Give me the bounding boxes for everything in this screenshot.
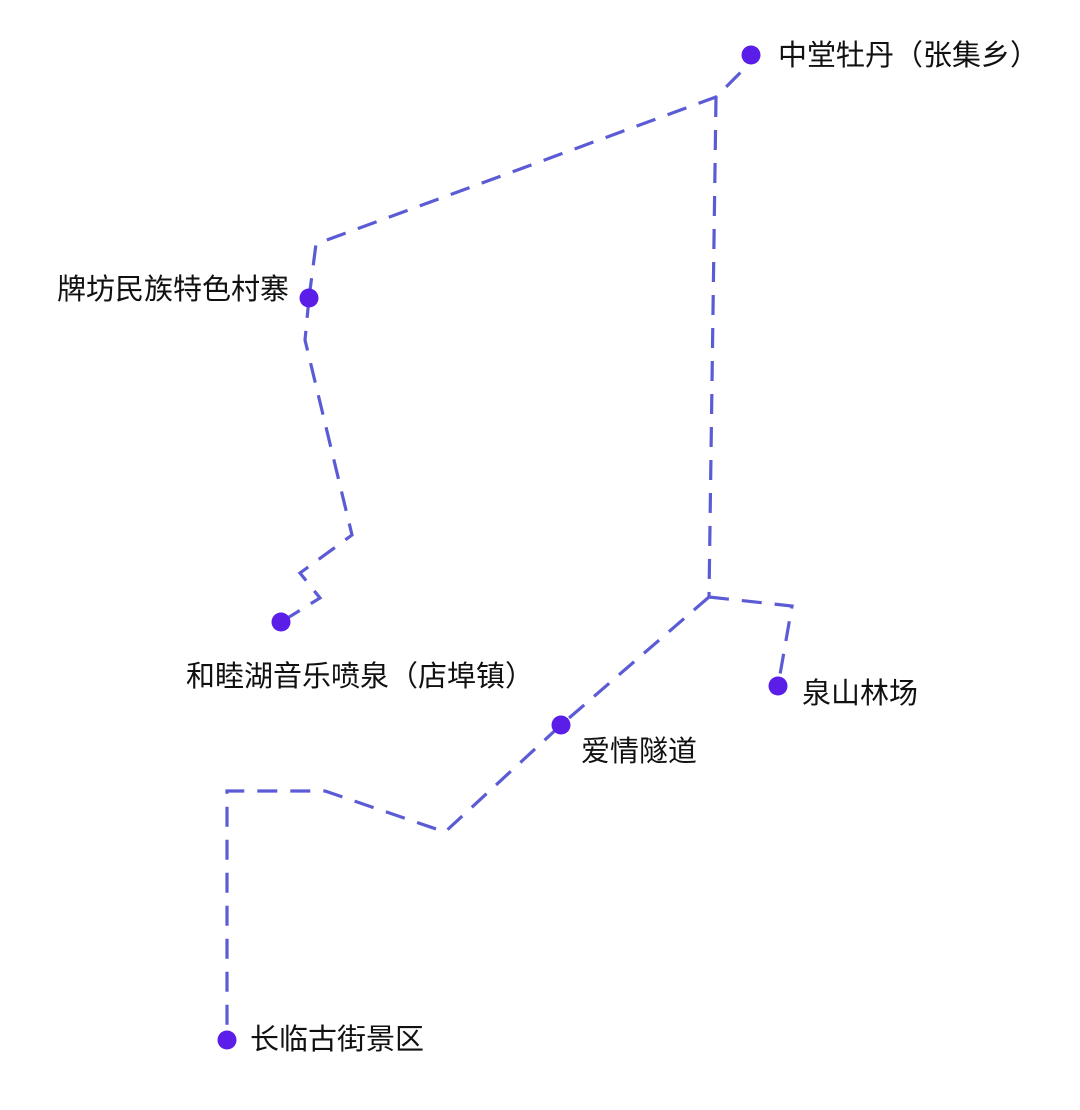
stop-marker-hemuhu[interactable]	[271, 612, 291, 632]
stop-marker-zhongtang[interactable]	[741, 45, 761, 65]
stop-label-hemuhu: 和睦湖音乐喷泉（店埠镇）	[186, 659, 534, 693]
stop-label-aiqing: 爱情隧道	[581, 734, 697, 768]
stop-label-changlin: 长临古街景区	[250, 1022, 424, 1056]
stop-changlin: 长临古街景区	[217, 1022, 424, 1056]
stop-marker-aiqing[interactable]	[551, 715, 571, 735]
stop-aiqing: 爱情隧道	[551, 715, 697, 768]
route-segment-junction-quanshan	[708, 595, 794, 687]
route-segment-zhongtang-junction	[707, 96, 718, 598]
route-lines	[225, 60, 794, 1040]
stop-zhongtang: 中堂牡丹（张集乡）	[741, 38, 1039, 72]
stop-label-quanshan: 泉山林场	[802, 676, 918, 710]
route-segment-paifang-zhongtang	[307, 60, 753, 299]
stop-label-paifang: 牌坊民族特色村寨	[57, 272, 289, 306]
stop-quanshan: 泉山林场	[768, 676, 918, 710]
stop-marker-changlin[interactable]	[217, 1030, 237, 1050]
route-segment-paifang-hemuhu	[280, 297, 354, 624]
stops: 中堂牡丹（张集乡） 牌坊民族特色村寨 和睦湖音乐喷泉（店埠镇） 泉山林场 爱情隧…	[57, 38, 1039, 1056]
stop-label-zhongtang: 中堂牡丹（张集乡）	[778, 38, 1039, 72]
stop-hemuhu: 和睦湖音乐喷泉（店埠镇）	[186, 612, 534, 693]
stop-paifang: 牌坊民族特色村寨	[57, 272, 319, 308]
stop-marker-paifang[interactable]	[299, 288, 319, 308]
stop-marker-quanshan[interactable]	[768, 676, 788, 696]
